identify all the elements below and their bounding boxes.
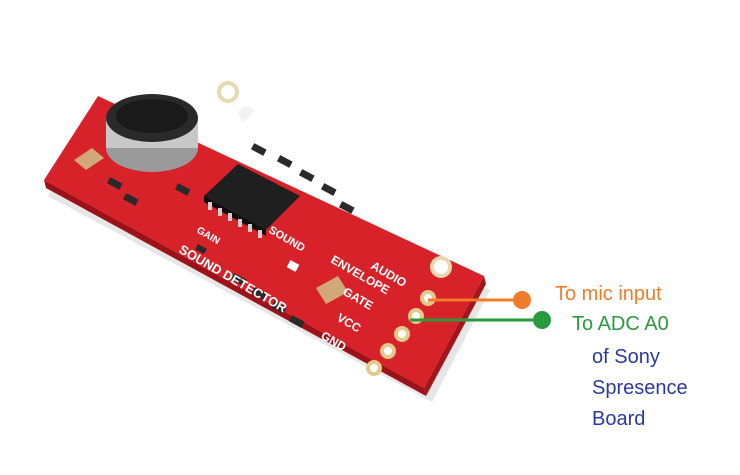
microphone xyxy=(106,94,198,172)
capacitor-right xyxy=(316,276,348,304)
smd-components xyxy=(106,143,355,328)
mic-input-label: To mic input xyxy=(555,283,662,305)
sound-led xyxy=(286,260,300,272)
mounting-hole-right xyxy=(430,256,452,278)
adc-label: To ADC A0 xyxy=(572,313,669,335)
board-label-line1: of Sony xyxy=(592,346,660,368)
board-label-line2: Spresence xyxy=(592,377,688,399)
pad-envelope xyxy=(408,308,424,324)
pcb-edge xyxy=(44,180,426,396)
pad-audio xyxy=(420,290,436,306)
pcb-edge-right xyxy=(424,276,486,396)
mounting-hole-top xyxy=(217,81,239,103)
board-label-line3: Board xyxy=(592,408,646,430)
pad-vcc xyxy=(380,343,396,359)
logo-icon xyxy=(238,106,254,122)
pad-gate xyxy=(394,326,410,342)
capacitor-left xyxy=(74,148,104,170)
ic-chip xyxy=(204,164,300,238)
pad-gnd xyxy=(366,360,382,376)
orange-wire-end xyxy=(513,291,531,309)
green-wire-end xyxy=(533,311,551,329)
